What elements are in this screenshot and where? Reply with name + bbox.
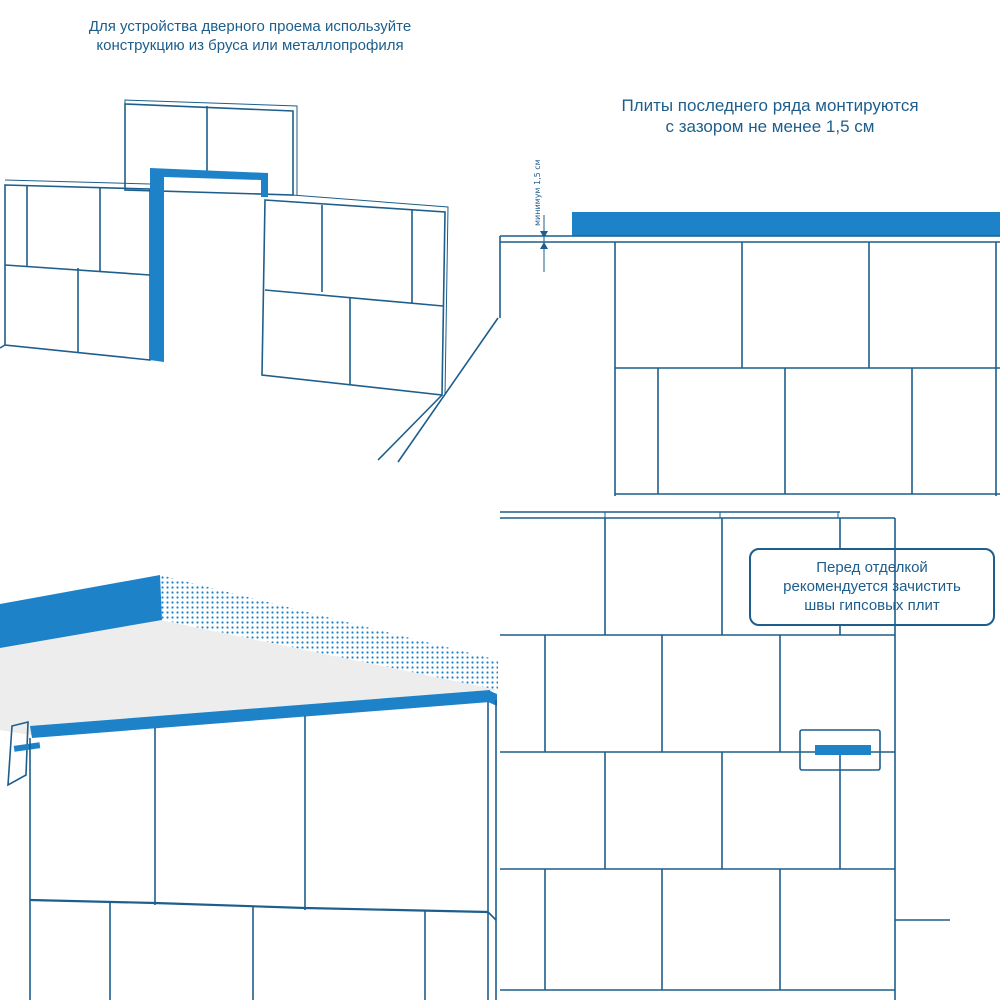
seams-callout-line2: рекомендуется зачистить bbox=[783, 577, 961, 595]
doorway-caption-line1: Для устройства дверного проема используй… bbox=[88, 18, 412, 35]
seams-callout-line3: швы гипсовых плит bbox=[804, 596, 940, 614]
last-row-caption: Плиты последнего ряда монтируются с зазо… bbox=[560, 95, 980, 138]
scraper-tool bbox=[799, 729, 881, 771]
ceiling-underside bbox=[0, 620, 498, 735]
last-row-panel: минимум 1,5 см bbox=[499, 159, 1000, 496]
left-wall-section bbox=[4, 179, 151, 361]
floor-lines bbox=[0, 317, 499, 463]
last-row-caption-line1: Плиты последнего ряда монтируются bbox=[621, 96, 919, 115]
doorway-panel bbox=[0, 99, 499, 463]
gap-dimension: минимум 1,5 см bbox=[533, 159, 548, 272]
seams-panel bbox=[500, 511, 950, 1000]
ceiling-plate bbox=[572, 212, 1000, 236]
door-frame bbox=[150, 168, 268, 362]
ceiling-wall-tiles bbox=[29, 700, 497, 1000]
bracket bbox=[7, 720, 41, 787]
gap-dimension-label: минимум 1,5 см bbox=[533, 159, 542, 226]
right-wall-section bbox=[261, 194, 449, 396]
seams-callout: Перед отделкой рекомендуется зачистить ш… bbox=[749, 548, 995, 626]
last-row-caption-line2: с зазором не менее 1,5 см bbox=[665, 117, 875, 137]
tile-grid bbox=[614, 242, 1000, 496]
doorway-caption: Для устройства дверного проема используй… bbox=[20, 18, 480, 56]
ceiling-panel bbox=[0, 575, 498, 1000]
ceiling-edge bbox=[0, 575, 162, 648]
perforated-edge bbox=[160, 575, 498, 690]
doorway-caption-line2: конструкцию из бруса или металлопрофиля bbox=[96, 36, 404, 54]
wall-top-strip bbox=[30, 690, 490, 738]
seams-callout-line1: Перед отделкой bbox=[816, 559, 928, 576]
